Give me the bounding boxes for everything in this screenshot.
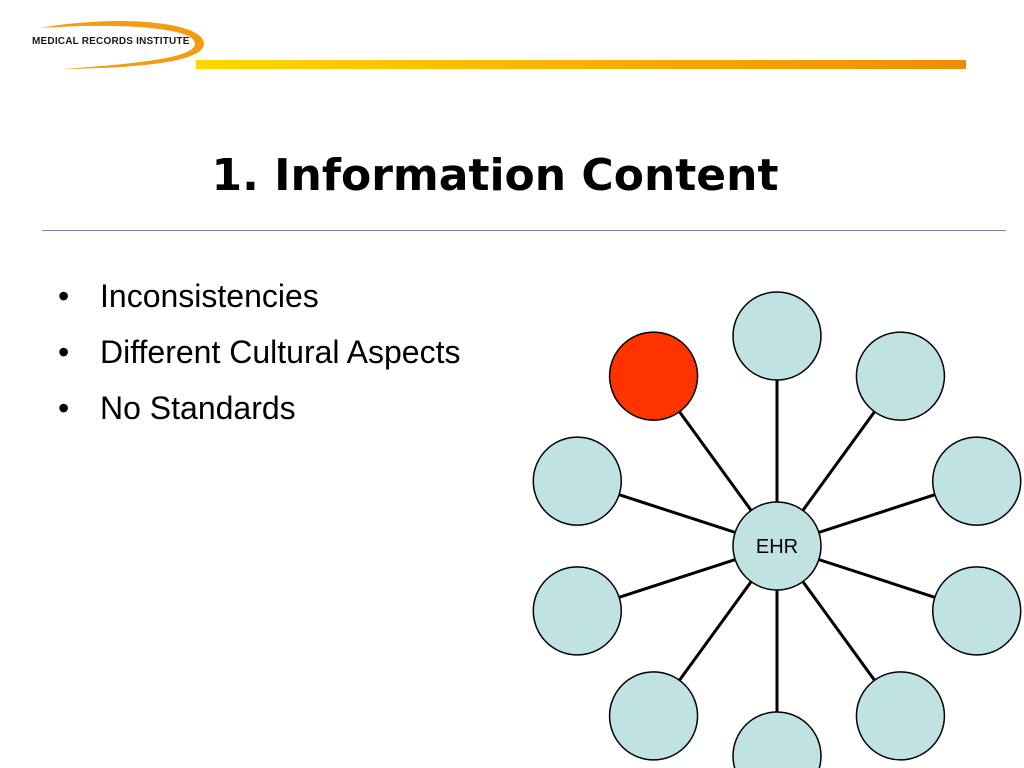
- ehr-hub-node: [732, 501, 822, 591]
- bullet-marker: •: [58, 390, 70, 426]
- satellite-node: [732, 711, 822, 768]
- slide-title: 1. Information Content: [211, 150, 779, 201]
- title-divider: [42, 230, 1006, 231]
- logo-text: MEDICAL RECORDS INSTITUTE: [32, 36, 190, 47]
- logo-swoosh: [40, 21, 205, 70]
- bullet-marker: •: [58, 334, 70, 370]
- satellite-node: [732, 291, 822, 381]
- satellite-node: [931, 566, 1022, 656]
- bullet-text: Inconsistencies: [100, 278, 319, 314]
- satellite-node: [532, 566, 623, 656]
- satellite-node: [532, 436, 623, 526]
- highlighted-satellite-node: [608, 331, 699, 421]
- satellite-node: [931, 436, 1022, 526]
- header-bar: [196, 60, 966, 69]
- bullet-item: • Inconsistencies: [58, 268, 460, 324]
- bullet-item: • No Standards: [58, 380, 460, 436]
- bullet-text: Different Cultural Aspects: [100, 334, 461, 370]
- bullet-list: • Inconsistencies • Different Cultural A…: [58, 268, 460, 436]
- logo-graphic: [40, 21, 966, 70]
- hub-label: EHR: [755, 536, 799, 558]
- bullet-item: • Different Cultural Aspects: [58, 324, 460, 380]
- satellite-node: [855, 331, 946, 421]
- satellite-node: [608, 671, 699, 761]
- bullet-text: No Standards: [100, 390, 296, 426]
- satellite-node: [855, 671, 946, 761]
- bullet-marker: •: [58, 278, 70, 314]
